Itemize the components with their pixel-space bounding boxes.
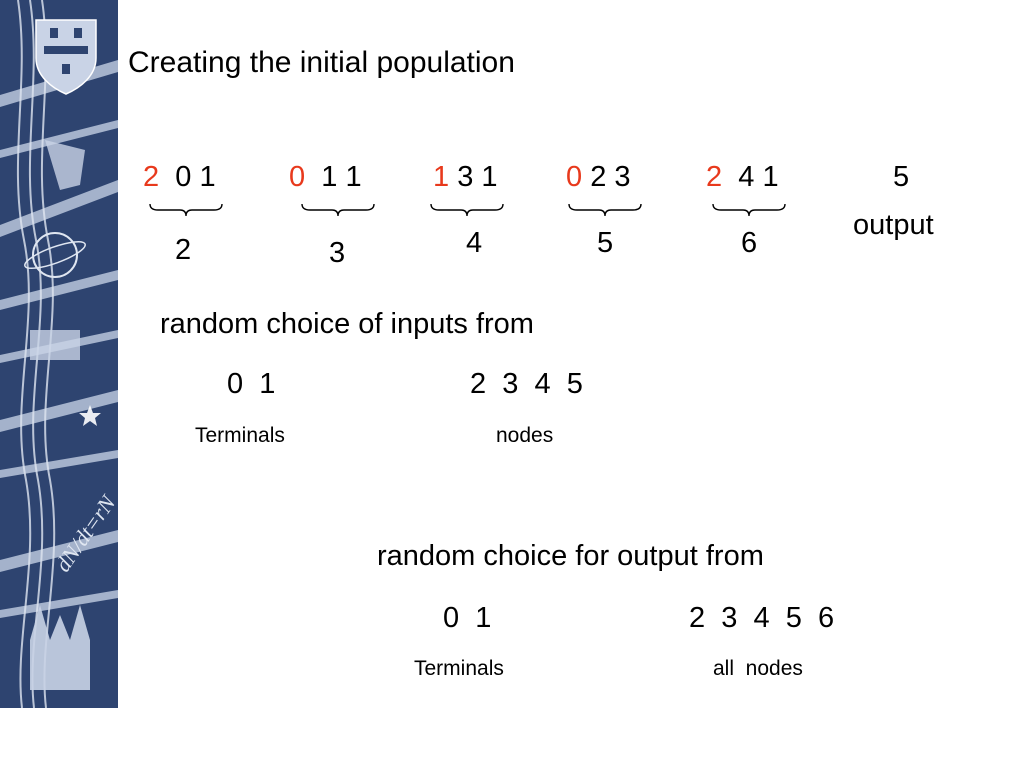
output-gene: 5	[893, 161, 910, 193]
inputs-terminals-label: Terminals	[195, 424, 285, 447]
brace-gene-3	[430, 203, 504, 217]
node-number-5: 5	[597, 227, 614, 259]
brace-gene-5	[712, 203, 786, 217]
gene-func: 0	[289, 161, 306, 193]
gene-func: 2	[706, 161, 723, 193]
gene-func: 1	[433, 161, 450, 193]
gene-inputs: 3 1	[457, 161, 498, 193]
gene-func: 0	[566, 161, 583, 193]
brace-gene-4	[568, 203, 642, 217]
output-terminal-values: 0 1	[443, 602, 492, 634]
node-number-3: 3	[329, 237, 346, 269]
gene-3: 1 3 1	[433, 163, 498, 192]
slide-title: Creating the initial population	[128, 46, 515, 79]
output-terminals-label: Terminals	[414, 657, 504, 680]
gene-inputs: 2 3	[590, 161, 631, 193]
gene-2: 0 1 1	[289, 163, 362, 192]
inputs-node-values: 2 3 4 5	[470, 368, 583, 400]
inputs-nodes-label: nodes	[496, 424, 554, 447]
gene-inputs: 4 1	[738, 161, 779, 193]
node-number-6: 6	[741, 227, 758, 259]
gene-inputs: 1 1	[321, 161, 362, 193]
inputs-terminal-values: 0 1	[227, 368, 276, 400]
gene-4: 0 2 3	[566, 163, 631, 192]
node-number-2: 2	[175, 234, 192, 266]
brace-gene-2	[301, 203, 375, 217]
node-number-4: 4	[466, 227, 483, 259]
decorative-left-band: dN/dt=rN	[0, 0, 118, 708]
gene-5: 2 4 1	[706, 163, 779, 192]
inputs-heading: random choice of inputs from	[160, 308, 534, 340]
output-label: output	[853, 209, 934, 241]
output-heading: random choice for output from	[377, 540, 764, 572]
gene-func: 2	[143, 161, 160, 193]
gene-1: 2 0 1	[143, 163, 216, 192]
output-nodes-label: all nodes	[713, 657, 803, 680]
output-node-values: 2 3 4 5 6	[689, 602, 835, 634]
gene-inputs: 0 1	[175, 161, 216, 193]
brace-gene-1	[149, 203, 223, 217]
